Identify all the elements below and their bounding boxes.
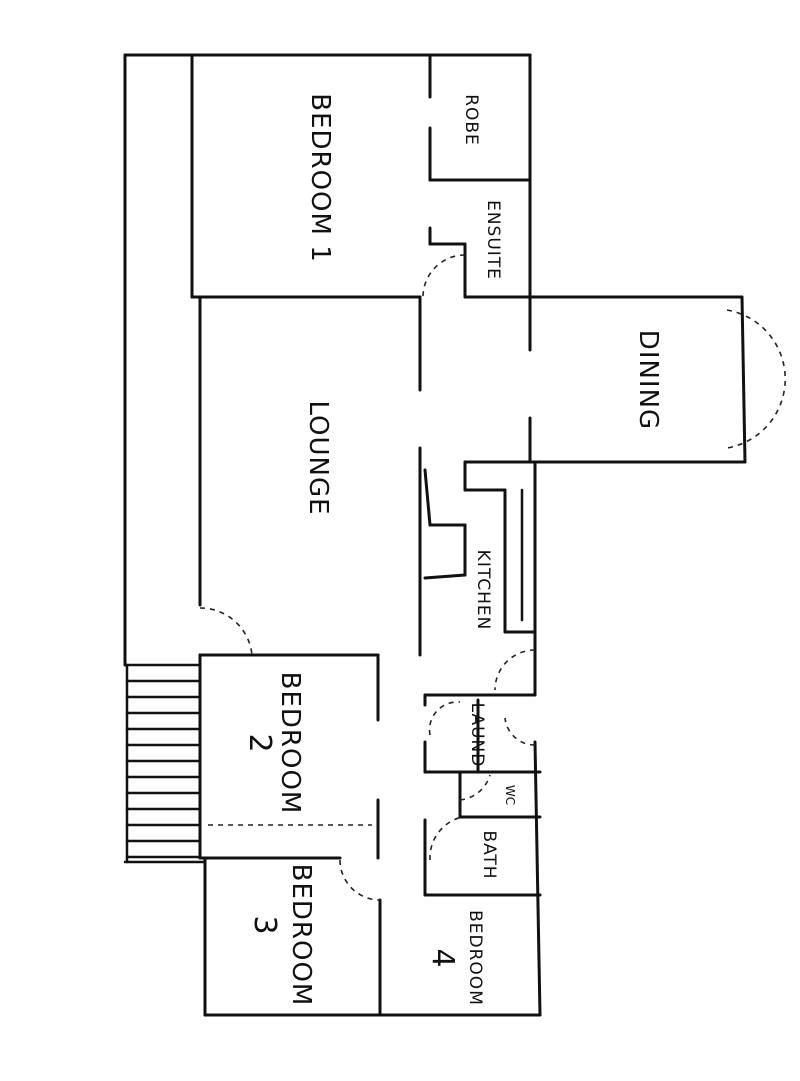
label-bath: BATH [479,830,499,879]
label-bedroom2: BEDROOM [275,672,305,815]
label-laund: LAUND [467,703,487,768]
stairs [123,663,207,864]
label-lounge: LOUNGE [303,400,333,515]
label-robe: ROBE [461,94,481,146]
label-ensuite: ENSUITE [483,200,503,280]
label-bedroom2-number: 2 [242,733,277,752]
bedroom2-walls [198,653,380,860]
outer-walls [123,53,747,1017]
label-bedroom3-number: 3 [247,915,282,934]
label-bedroom1: BEDROOM 1 [305,93,335,263]
room-labels: BEDROOM 1 ROBE ENSUITE DINING LOUNGE KIT… [242,93,663,1006]
wet-area-walls [423,693,542,897]
label-bedroom4-number: 4 [425,948,460,967]
door-swings [199,254,786,901]
label-wc: WC [503,785,517,805]
lounge-walls [198,295,422,657]
label-bedroom4: BEDROOM [465,910,485,1006]
label-bedroom3: BEDROOM [286,864,316,1007]
bedroom1-walls [190,53,532,464]
label-kitchen: KITCHEN [473,550,493,631]
label-dining: DINING [633,330,663,430]
kitchen-walls [423,460,537,634]
